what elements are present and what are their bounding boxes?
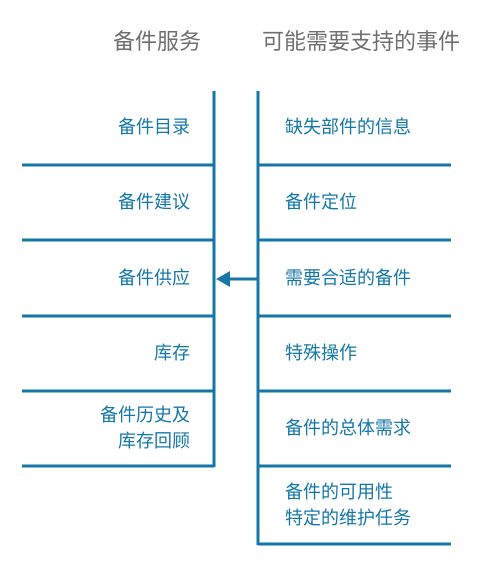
left-item-line: 备件目录	[118, 117, 190, 138]
arrow	[216, 271, 258, 287]
left-item-line: 备件供应	[118, 268, 190, 289]
left-item-history-review: 备件历史及 库存回顾	[100, 403, 190, 455]
arrow-head	[216, 271, 230, 287]
left-column-header: 备件服务	[113, 30, 202, 55]
right-item-need-spare: 需要合适的备件	[285, 266, 411, 292]
right-item-line: 备件的总体需求	[285, 418, 411, 439]
left-item-inventory: 库存	[154, 341, 190, 367]
right-item-line: 需要合适的备件	[285, 268, 411, 289]
right-column-header: 可能需要支持的事件	[262, 30, 461, 55]
right-item-special-operation: 特殊操作	[285, 341, 357, 367]
right-item-line: 缺失部件的信息	[285, 117, 411, 138]
right-item-missing-part-info: 缺失部件的信息	[285, 115, 411, 141]
left-item-spare-suggestion: 备件建议	[118, 190, 190, 216]
right-item-spare-locate: 备件定位	[285, 190, 357, 216]
left-item-line: 备件历史及	[100, 405, 190, 426]
right-item-availability: 备件的可用性 特定的维护任务	[285, 480, 411, 532]
right-item-line: 备件的可用性	[285, 482, 393, 503]
left-item-line: 备件建议	[118, 192, 190, 213]
right-item-line: 特定的维护任务	[285, 508, 411, 529]
left-item-line: 库存	[154, 343, 190, 364]
left-item-spare-supply: 备件供应	[118, 266, 190, 292]
right-item-line: 备件定位	[285, 192, 357, 213]
right-item-overall-demand: 备件的总体需求	[285, 416, 411, 442]
right-item-line: 特殊操作	[285, 343, 357, 364]
left-item-spare-catalog: 备件目录	[118, 115, 190, 141]
left-item-line: 库存回顾	[118, 431, 190, 452]
